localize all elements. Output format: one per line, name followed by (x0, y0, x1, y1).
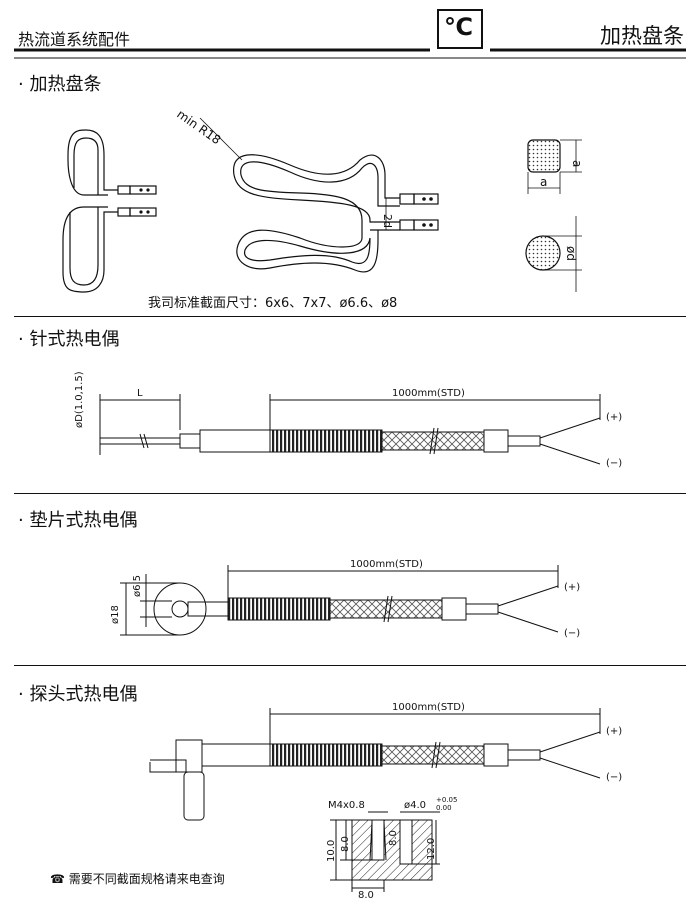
probe-plus-label: (+) (606, 726, 622, 737)
section-title-heating-coil: · 加热盘条 (18, 74, 102, 95)
thread-label: M4x0.8 (328, 800, 365, 811)
footer-note: ☎ 需要不同截面规格请来电查询 (50, 870, 225, 887)
needle-length-label: L (137, 388, 143, 399)
depth-8b-label: 8.0 (388, 830, 399, 846)
footer-text: 需要不同截面规格请来电查询 (68, 872, 225, 886)
needle-minus-label: (−) (606, 458, 622, 469)
divider (14, 316, 686, 317)
washer-hole-diameter-label: ø6.5 (132, 575, 143, 597)
phone-icon: ☎ (50, 872, 65, 886)
needle-plus-label: (+) (606, 412, 622, 423)
needle-diameter-label: øD(1.0,1.5) (74, 371, 85, 428)
needle-cable-length-label: 1000mm(STD) (392, 388, 465, 399)
bore-tol-lower: 0.00 (436, 804, 452, 812)
section-title-probe-thermocouple: · 探头式热电偶 (18, 684, 138, 705)
section-title-washer-thermocouple: · 垫片式热电偶 (18, 510, 138, 531)
bore-tol-upper: +0.05 (436, 796, 457, 804)
depth-12-label: 12.0 (426, 838, 437, 860)
page-title: 加热盘条 (600, 24, 684, 48)
probe-minus-label: (−) (606, 772, 622, 783)
celsius-logo-text: ℃ (444, 13, 473, 41)
catalog-category: 热流道系统配件 (18, 30, 131, 49)
round-cross-section (525, 216, 582, 292)
header-rule (14, 48, 686, 59)
terminal-holes (422, 197, 433, 227)
section-title-needle-thermocouple: · 针式热电偶 (18, 329, 120, 350)
round-dia-label: ød (564, 246, 578, 261)
s-coil (199, 117, 439, 273)
probe-cable-length-label: 1000mm(STD) (392, 702, 465, 713)
divider (14, 493, 686, 494)
thermometer-logo: ℃ (437, 9, 483, 49)
square-side-label: a (570, 160, 584, 167)
divider (14, 665, 686, 666)
hairpin-coil (62, 129, 157, 293)
needle-thermocouple (99, 394, 601, 465)
probe-thermocouple (149, 708, 601, 821)
depth-8-label: 8.0 (340, 836, 351, 852)
washer-plus-label: (+) (564, 582, 580, 593)
terminal-holes (139, 188, 150, 214)
width-8-label: 8.0 (358, 890, 374, 899)
washer-thermocouple (120, 565, 559, 636)
depth-10-label: 10.0 (326, 840, 337, 862)
square-cross-section (527, 139, 582, 194)
standard-sizes-caption: 我司标准截面尺寸：6x6、7x7、ø6.6、ø8 (148, 296, 398, 311)
bore-dia-label: ø4.0 (404, 800, 426, 811)
washer-minus-label: (−) (564, 628, 580, 639)
washer-outer-diameter-label: ø18 (110, 605, 121, 624)
two-d-label: 2d (381, 214, 394, 228)
mounting-hole-detail (330, 811, 440, 892)
washer-cable-length-label: 1000mm(STD) (350, 559, 423, 570)
square-bottom-label: a (540, 175, 547, 189)
bend-radius-label: min R18 (174, 107, 223, 147)
